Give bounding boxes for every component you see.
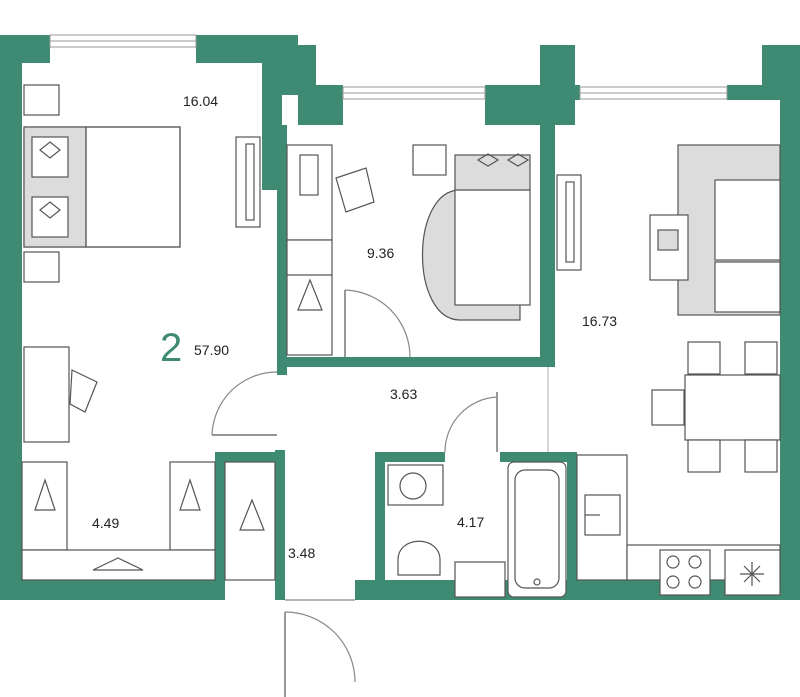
chair-icon [69,369,98,413]
toilet-icon [397,540,441,576]
room-area-hall: 3.63 [390,386,418,402]
room-area-wardrobe-center: 3.48 [288,545,316,561]
sink-icon [454,561,506,598]
bed-icon [23,126,181,248]
fridge-icon [724,549,781,596]
bathtub-icon [507,461,567,598]
room-area-child-room: 9.36 [367,245,395,261]
desk-icon [286,144,333,241]
armchair-icon [335,167,375,213]
stove-icon [659,549,711,596]
bed-icon [421,153,531,321]
door-icon [344,289,411,358]
rooms-count: 2 [160,326,183,370]
tv-stand-icon [235,136,261,228]
room-area-bedroom: 16.04 [183,93,219,109]
door-icon [284,599,356,697]
room-area-wardrobe-left: 4.49 [92,515,120,531]
nightstand-icon [412,144,447,176]
table-icon [649,214,689,281]
wardrobe-icon [224,461,276,581]
washing-machine-icon [387,464,444,506]
total-area: 57.90 [194,342,230,358]
door-icon [211,371,278,436]
desk-icon [23,346,70,443]
sink-icon [584,494,621,536]
wardrobe-icon [21,461,216,581]
wardrobe-icon [286,239,333,356]
walls [0,35,800,600]
room-area-bathroom: 4.17 [457,514,485,530]
sofa-icon [677,144,781,316]
nightstand-icon [23,251,60,283]
room-area-living-kitchen: 16.73 [582,313,618,329]
nightstand-icon [23,84,60,116]
chair-icon [651,341,778,473]
door-icon [444,392,498,453]
tv-stand-icon [556,174,582,271]
table-icon [684,374,781,441]
window-icon [49,34,728,100]
